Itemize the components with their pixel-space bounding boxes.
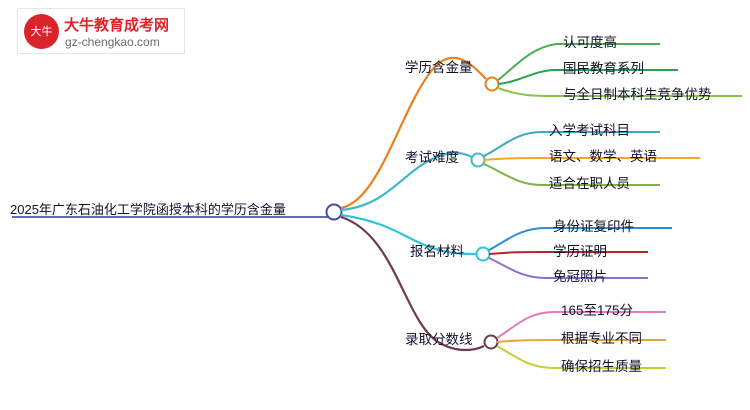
- leaf-connector-2-3: [483, 163, 660, 186]
- leaf-label-3-2[interactable]: 学历证明: [553, 244, 607, 259]
- leaf-label-1-3[interactable]: 与全日制本科生竞争优势: [563, 87, 712, 102]
- branch-label-3[interactable]: 报名材料: [410, 244, 464, 259]
- logo-badge-icon: 大牛: [24, 14, 59, 49]
- leaf-label-4-1[interactable]: 165至175分: [561, 303, 634, 318]
- root-node-circle[interactable]: [325, 203, 343, 221]
- leaf-label-4-3[interactable]: 确保招生质量: [561, 359, 642, 374]
- leaf-connector-4-1: [496, 311, 666, 339]
- branch-connector-2: [340, 151, 473, 212]
- leaf-label-3-1[interactable]: 身份证复印件: [553, 219, 634, 234]
- leaf-label-1-2[interactable]: 国民教育系列: [563, 61, 644, 76]
- root-node-label[interactable]: 2025年广东石油化工学院函授本科的学历含金量: [10, 202, 286, 217]
- branch-node-circle-1[interactable]: [484, 76, 500, 92]
- leaf-connector-3-1: [488, 227, 672, 251]
- leaf-connector-1-1: [497, 43, 660, 81]
- leaf-connector-4-2: [496, 339, 666, 343]
- branch-label-1[interactable]: 学历含金量: [405, 60, 473, 75]
- leaf-connector-2-2: [483, 157, 700, 161]
- leaf-label-2-3[interactable]: 适合在职人员: [549, 176, 630, 191]
- branch-node-circle-4[interactable]: [483, 334, 499, 350]
- branch-label-4[interactable]: 录取分数线: [405, 332, 473, 347]
- leaf-connector-4-3: [496, 345, 666, 369]
- leaf-connector-1-3: [497, 87, 742, 97]
- site-logo[interactable]: 大牛 大牛教育成考网 gz-chengkao.com: [17, 8, 185, 54]
- branch-label-2[interactable]: 考试难度: [405, 150, 459, 165]
- logo-subtitle: gz-chengkao.com: [65, 35, 160, 49]
- logo-badge-text: 大牛: [30, 25, 53, 38]
- leaf-label-3-3[interactable]: 免冠照片: [553, 269, 607, 284]
- leaf-label-1-1[interactable]: 认可度高: [563, 35, 617, 50]
- branch-connector-4: [340, 215, 485, 352]
- leaf-connector-3-3: [488, 257, 648, 279]
- branch-connector-3: [340, 213, 477, 256]
- leaf-label-2-2[interactable]: 语文、数学、英语: [549, 149, 657, 164]
- leaf-connector-2-1: [483, 131, 660, 157]
- leaf-label-4-2[interactable]: 根据专业不同: [561, 331, 642, 346]
- branch-node-circle-2[interactable]: [470, 152, 486, 168]
- branch-connector-1: [340, 56, 487, 210]
- leaf-connector-1-2: [497, 69, 678, 85]
- branch-node-circle-3[interactable]: [475, 246, 491, 262]
- logo-title: 大牛教育成考网: [64, 17, 170, 34]
- leaf-label-2-1[interactable]: 入学考试科目: [549, 123, 630, 138]
- leaf-connector-3-2: [488, 251, 648, 255]
